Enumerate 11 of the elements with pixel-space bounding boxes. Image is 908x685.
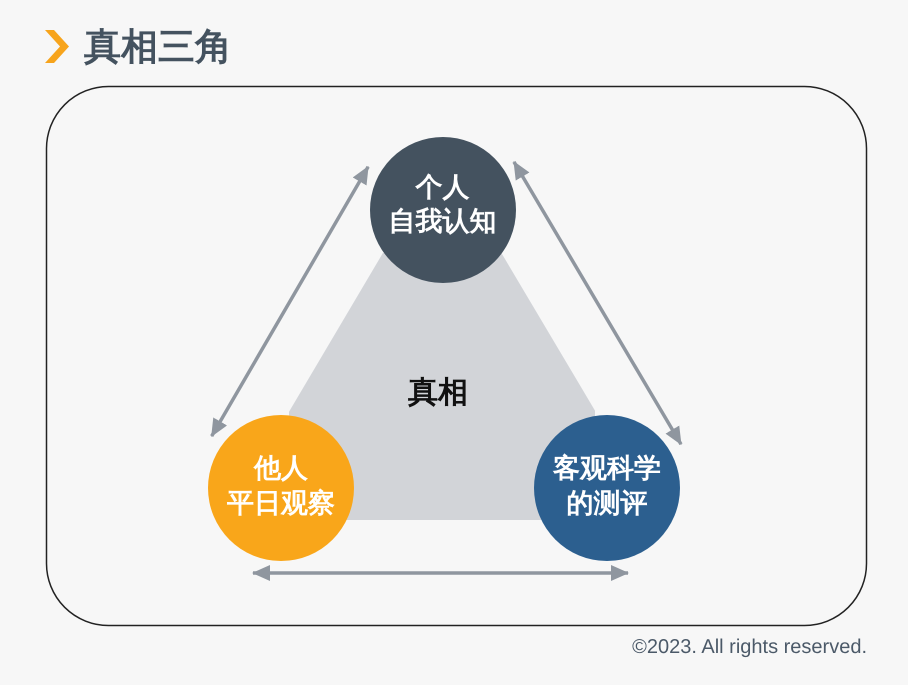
double-arrow: [252, 565, 629, 581]
node-label: 客观科学的测评: [552, 452, 662, 521]
node-label: 他人: [254, 452, 308, 486]
node-label: 平日观察: [227, 487, 335, 521]
node-label: 自我认知: [388, 205, 496, 239]
node-label: 个人: [416, 171, 470, 205]
page-title: 真相三角: [84, 24, 232, 70]
node-label: 真相: [408, 374, 468, 412]
double-arrow: [512, 161, 683, 446]
copyright-note: ©2023. All rights reserved.: [632, 635, 867, 660]
double-arrow: [210, 166, 370, 438]
